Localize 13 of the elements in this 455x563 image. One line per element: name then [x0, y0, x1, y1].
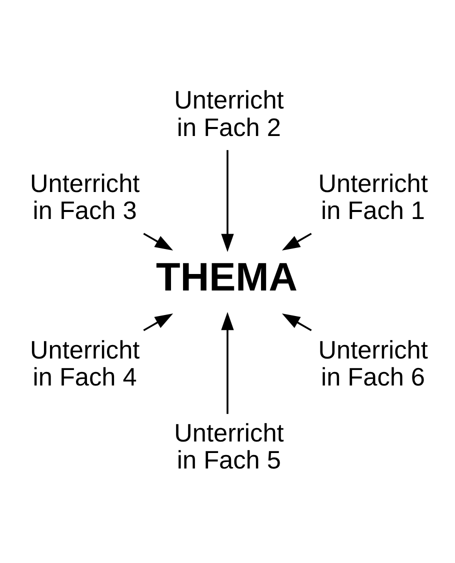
arrow [143, 312, 174, 331]
arrow [221, 150, 234, 252]
arrow [282, 312, 312, 331]
node-text: Unterricht in Fach 6 [318, 336, 428, 391]
arrow [221, 312, 234, 414]
node-text: THEMA [156, 254, 298, 299]
node-text: Unterricht in Fach 1 [318, 169, 428, 225]
node-text: Unterricht in Fach 4 [30, 336, 140, 391]
node-text: Unterricht in Fach 5 [174, 419, 284, 474]
arrow [282, 232, 312, 250]
node-text: Unterricht in Fach 2 [174, 86, 284, 142]
arrow [143, 232, 174, 250]
node-text: Unterricht in Fach 3 [30, 169, 140, 225]
